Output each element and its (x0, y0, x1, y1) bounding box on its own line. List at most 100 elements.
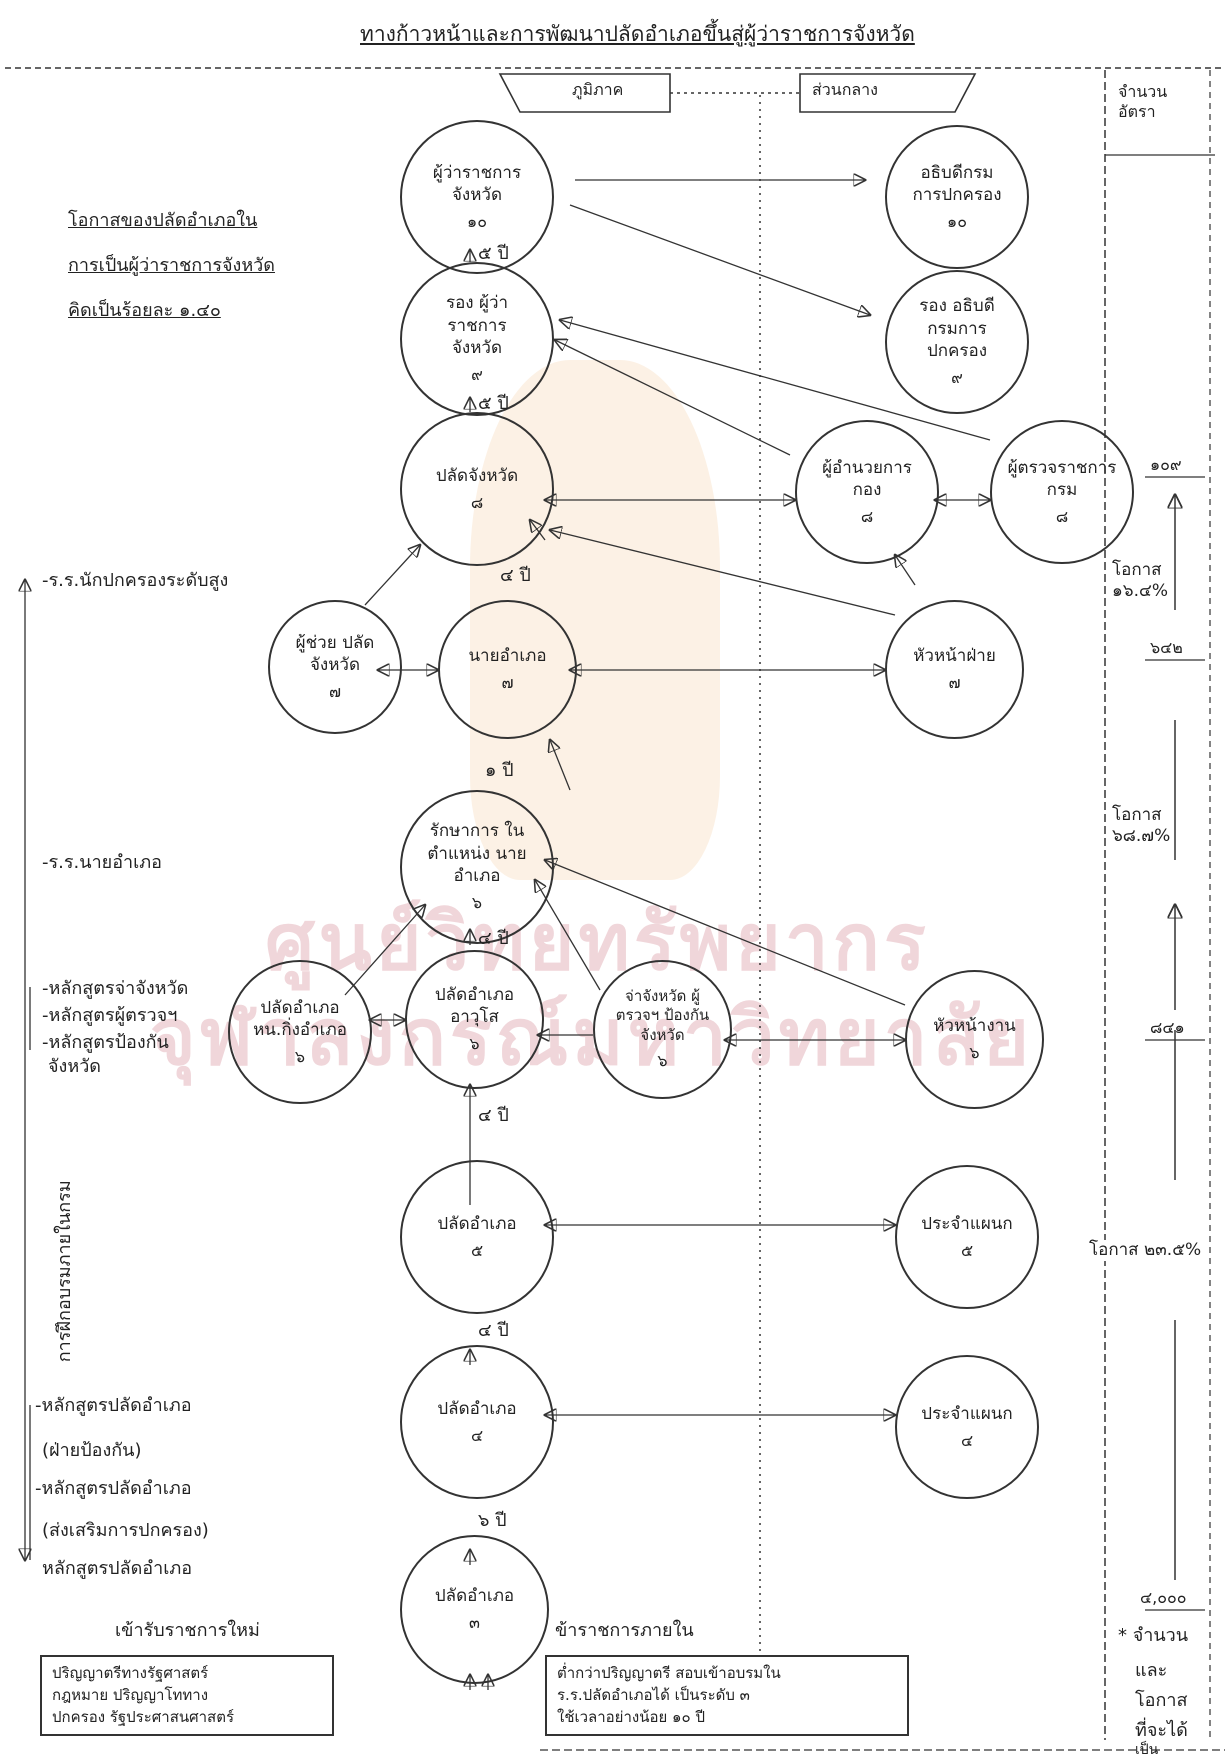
entry-internal-title: ข้าราชการภายใน (555, 1620, 694, 1641)
training-item: (ฝ่ายป้องกัน) (42, 1440, 142, 1461)
node-label: ปลัดอำเภอ (437, 1213, 517, 1234)
entry-internal-box: ต่ำกว่าปริญญาตรี สอบเข้าอบรมใน ร.ร.ปลัดอ… (545, 1655, 909, 1737)
quota-note: เป็น (1135, 1742, 1159, 1758)
node-level: ๙ (951, 367, 963, 387)
node-level: ๔ (960, 1430, 974, 1450)
node-label: หัวหน้างาน (933, 1016, 1016, 1037)
year-gap: ๔ ปี (478, 1105, 509, 1126)
training-item: -หลักสูตรผู้ตรวจฯ (42, 1005, 178, 1026)
watermark-line-1: ศูนย์วิทยทรัพยากร (265, 898, 930, 988)
node-level: ๘ (470, 492, 484, 512)
year-gap: ๕ ปี (478, 393, 509, 414)
node-label: ปลัดจังหวัด (435, 465, 519, 486)
node-level: ๕ (960, 1240, 974, 1260)
node-level: ๘ (860, 506, 874, 526)
node-label: ปลัดอำเภอ อาวุโส (434, 985, 515, 1028)
node-provincial-officer: จ่าจังหวัด ผู้ตรวจฯ ป้องกันจังหวัด ๖ (593, 960, 732, 1099)
node-asst-provincial-clerk: ผู้ช่วย ปลัดจังหวัด ๗ (268, 600, 402, 734)
node-provincial-clerk: ปลัดจังหวัด ๘ (400, 412, 554, 566)
node-label: อธิบดีกรม การปกครอง (912, 162, 1002, 205)
year-gap: ๖ ปี (478, 1510, 507, 1531)
node-acting-district-chief: รักษาการ ในตำแหน่ง นายอำเภอ ๖ (400, 790, 554, 944)
node-district-clerk-4: ปลัดอำเภอ ๔ (400, 1345, 554, 1499)
chance-note-line-3: คิดเป็นร้อยละ ๑.๔๐ (68, 300, 221, 321)
quota-value: ๘๔๑ (1150, 1018, 1185, 1037)
node-level: ๑๐ (947, 211, 967, 231)
node-dept-inspector: ผู้ตรวจราชการ กรม ๘ (990, 420, 1134, 564)
quota-note: โอกาส (1135, 1690, 1188, 1711)
training-item: -หลักสูตรจ่าจังหวัด (42, 978, 189, 999)
quota-chance: โอกาส ๑๖.๔% (1112, 560, 1169, 602)
node-section-officer-4: ประจำแผนก ๔ (895, 1355, 1039, 1499)
node-work-head: หัวหน้างาน ๖ (905, 970, 1044, 1109)
node-director-general: อธิบดีกรม การปกครอง ๑๐ (885, 125, 1029, 269)
year-gap: ๔ ปี (478, 928, 509, 949)
node-division-director: ผู้อำนวยการ กอง ๘ (795, 420, 939, 564)
year-gap: ๔ ปี (500, 565, 531, 586)
node-level: ๔ (470, 1425, 484, 1445)
training-item: -ร.ร.นายอำเภอ (42, 852, 162, 873)
node-label: ผู้อำนวยการ กอง (822, 457, 912, 500)
node-level: ๙ (471, 364, 483, 384)
quota-value: ๔,๐๐๐ (1140, 1588, 1187, 1607)
node-label: นายอำเภอ (468, 646, 547, 667)
node-label: ผู้ว่าราชการ จังหวัด (432, 162, 522, 205)
node-label: ปลัดอำเภอ หน.กิ่งอำเภอ (253, 997, 347, 1040)
page-title: ทางก้าวหน้าและการพัฒนาปลัดอำเภอขึ้นสู่ผู… (360, 22, 915, 46)
node-label: รักษาการ ในตำแหน่ง นายอำเภอ (427, 821, 527, 886)
quota-note: ที่จะได้ (1135, 1720, 1188, 1741)
training-title: การฝึกอบรมภายในกรม (53, 1180, 75, 1363)
node-level: ๖ (471, 892, 483, 912)
quota-note: * จำนวน (1118, 1625, 1189, 1646)
node-level: ๘ (1055, 506, 1069, 526)
quota-note: และ (1135, 1660, 1168, 1681)
node-level: ๖ (294, 1046, 306, 1066)
node-label: ปลัดอำเภอ (434, 1586, 515, 1607)
node-label: ปลัดอำเภอ (437, 1398, 517, 1419)
year-gap: ๕ ปี (478, 243, 509, 264)
training-item: จังหวัด (48, 1056, 101, 1077)
node-governor: ผู้ว่าราชการ จังหวัด ๑๐ (400, 120, 554, 274)
node-label: รอง ผู้ว่าราชการ จังหวัด (445, 293, 509, 358)
central-label: ส่วนกลาง (812, 80, 878, 99)
entry-new-box: ปริญญาตรีทางรัฐศาสตร์ กฎหมาย ปริญญาโททาง… (40, 1655, 334, 1737)
node-level: ๖ (469, 1034, 480, 1054)
training-item: -หลักสูตรปลัดอำเภอ (35, 1395, 192, 1416)
quota-value: ๖๔๒ (1150, 638, 1183, 657)
chance-note-line-2: การเป็นผู้ว่าราชการจังหวัด (68, 255, 275, 276)
node-label: ประจำแผนก (921, 1213, 1013, 1234)
node-senior-district-clerk: ปลัดอำเภอ อาวุโส ๖ (405, 950, 544, 1089)
node-district-clerk-3: ปลัดอำเภอ ๓ (400, 1535, 549, 1684)
chance-note-line-1: โอกาสของปลัดอำเภอใน (68, 210, 258, 231)
node-district-clerk-5: ปลัดอำเภอ ๕ (400, 1160, 554, 1314)
quota-value: ๑๐๙ (1150, 455, 1182, 474)
node-label: จ่าจังหวัด ผู้ตรวจฯ ป้องกันจังหวัด (615, 986, 710, 1044)
node-label: รอง อธิบดีกรมการ ปกครอง (919, 296, 995, 361)
node-level: ๓ (469, 1613, 480, 1633)
training-item: -หลักสูตรป้องกัน (42, 1032, 169, 1053)
node-label: หัวหน้าฝ่าย (913, 646, 996, 667)
node-level: ๕ (470, 1240, 484, 1260)
node-deputy-director-general: รอง อธิบดีกรมการ ปกครอง ๙ (885, 270, 1029, 414)
quota-chance: โอกาส ๒๓.๕% (1087, 1240, 1204, 1262)
training-item: หลักสูตรปลัดอำเภอ (42, 1558, 193, 1579)
node-level: ๗ (501, 673, 514, 693)
node-level: ๗ (328, 681, 342, 701)
node-label: ผู้ตรวจราชการ กรม (1007, 457, 1117, 500)
training-item: (ส่งเสริมการปกครอง) (42, 1520, 209, 1541)
entry-new-line: ปริญญาตรีทางรัฐศาสตร์ (52, 1664, 209, 1682)
node-section-officer-5: ประจำแผนก ๕ (895, 1165, 1039, 1309)
entry-new-title: เข้ารับราชการใหม่ (115, 1620, 260, 1641)
region-label: ภูมิภาค (572, 80, 624, 99)
node-level: ๖ (657, 1051, 668, 1071)
node-section-head: หัวหน้าฝ่าย ๗ (885, 600, 1024, 739)
training-item: -หลักสูตรปลัดอำเภอ (35, 1478, 192, 1499)
node-minor-district-clerk: ปลัดอำเภอ หน.กิ่งอำเภอ ๖ (228, 960, 372, 1104)
entry-internal-line: ร.ร.ปลัดอำเภอได้ เป็นระดับ ๓ (557, 1685, 750, 1704)
entry-internal-line: ใช้เวลาอย่างน้อย ๑๐ ปี (557, 1707, 706, 1726)
year-gap: ๑ ปี (485, 760, 514, 781)
year-gap: ๔ ปี (478, 1320, 509, 1341)
quota-header: จำนวน อัตรา (1118, 82, 1168, 121)
